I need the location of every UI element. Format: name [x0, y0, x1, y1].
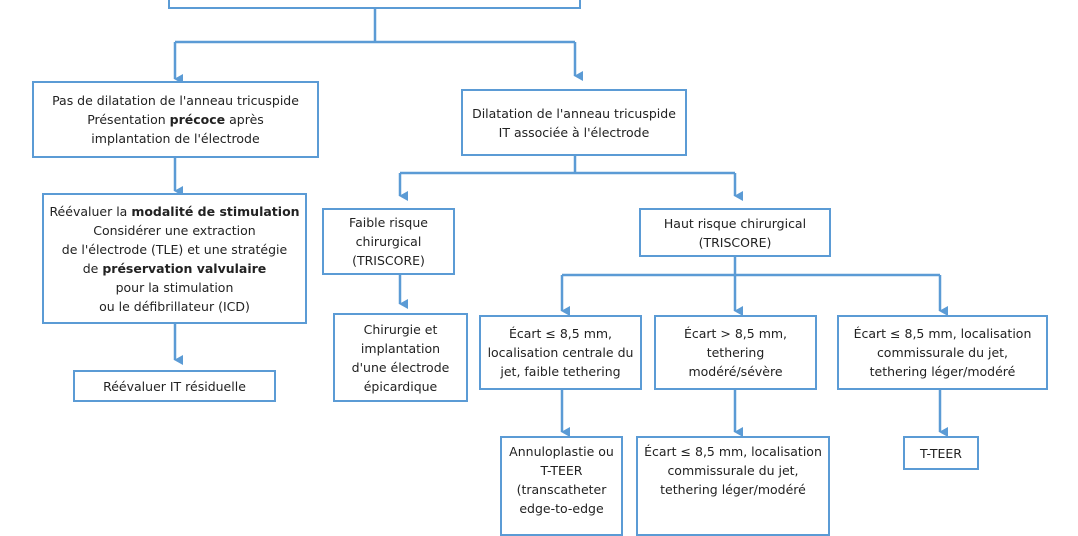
left-box-reevaluate-stimulation: Réévaluer la modalité de stimulation Con…	[42, 193, 307, 324]
left-box2-line1: Réévaluer la modalité de stimulation	[49, 203, 300, 219]
low-risk-box: Faible risque chirurgical (TRISCORE)	[322, 208, 455, 275]
left-box2-line2: Considérer une extraction	[93, 222, 256, 238]
left-box-no-dilatation: Pas de dilatation de l'anneau tricuspide…	[32, 81, 319, 158]
left-box2-line4: de préservation valvulaire	[82, 260, 267, 276]
left-box2-line5: pour la stimulation	[115, 279, 234, 295]
option3-box: Écart ≤ 8,5 mm, localisation commissural…	[837, 315, 1048, 390]
result3-box: T-TEER	[903, 436, 979, 470]
left-box1-line2: Présentation précoce après	[87, 112, 264, 127]
option1-box: Écart ≤ 8,5 mm, localisation centrale du…	[479, 315, 642, 390]
result1-box: Annuloplastie ou T-TEER (transcatheter e…	[500, 436, 623, 536]
low-risk-result-box: Chirurgie et implantation d'une électrod…	[333, 313, 468, 402]
root-box	[168, 0, 581, 9]
left-box2-line3: de l'électrode (TLE) et une stratégie	[61, 241, 288, 257]
left-box1-line1: Pas de dilatation de l'anneau tricuspide	[52, 93, 299, 108]
right-box-dilatation: Dilatation de l'anneau tricuspide IT ass…	[461, 89, 687, 156]
left-box1-line3: implantation de l'électrode	[91, 131, 260, 146]
result2-box: Écart ≤ 8,5 mm, localisation commissural…	[636, 436, 830, 536]
left-box2-line6: ou le défibrillateur (ICD)	[99, 298, 250, 314]
left-box-reevaluate-it: Réévaluer IT résiduelle	[73, 370, 276, 402]
high-risk-box: Haut risque chirurgical (TRISCORE)	[639, 208, 831, 257]
connector-lines	[173, 9, 948, 437]
option2-box: Écart > 8,5 mm, tethering modéré/sévère	[654, 315, 817, 390]
